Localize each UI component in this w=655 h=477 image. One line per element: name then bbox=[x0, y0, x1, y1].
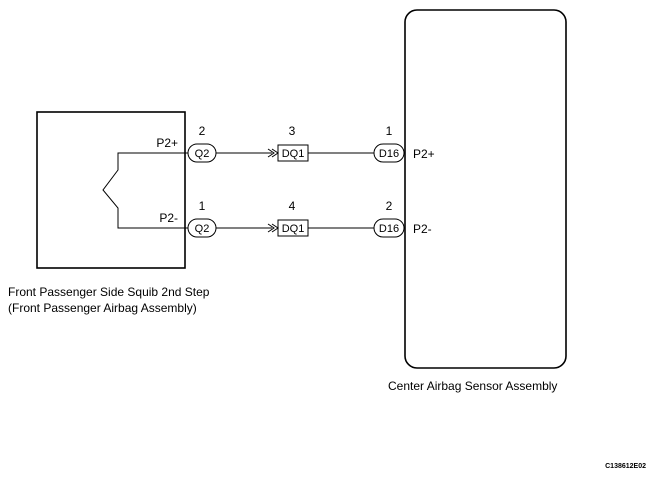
squib-element bbox=[102, 152, 185, 229]
squib-box bbox=[36, 111, 186, 269]
connector-label-d16-minus: D16 bbox=[379, 223, 399, 235]
connector-dq1-minus bbox=[277, 219, 309, 237]
pin-number-d16-minus: 2 bbox=[386, 199, 393, 213]
pin-number-dq1-plus: 3 bbox=[289, 124, 296, 138]
pin-number-dq1-minus: 4 bbox=[289, 199, 296, 213]
pin-number-q2-plus: 2 bbox=[199, 124, 206, 138]
connector-d16-plus bbox=[373, 143, 405, 163]
connector-label-dq1-minus: DQ1 bbox=[282, 223, 305, 235]
squib-caption-line1: Front Passenger Side Squib 2nd Step bbox=[8, 285, 210, 299]
squib-pin-plus: P2+ bbox=[156, 136, 178, 150]
squib-pin-minus: P2- bbox=[159, 211, 178, 225]
sensor-caption: Center Airbag Sensor Assembly bbox=[388, 379, 557, 393]
connector-label-d16-plus: D16 bbox=[379, 148, 399, 160]
circuit-minus: 1 Q2 4 DQ1 2 D16 bbox=[185, 199, 405, 238]
connector-q2-plus bbox=[187, 143, 217, 163]
connector-q2-minus bbox=[187, 218, 217, 238]
sensor-pin-minus: P2- bbox=[413, 222, 432, 236]
squib-caption-line2: (Front Passenger Airbag Assembly) bbox=[8, 301, 197, 315]
connector-label-q2-minus: Q2 bbox=[195, 223, 210, 235]
pin-number-d16-plus: 1 bbox=[386, 124, 393, 138]
connector-d16-minus bbox=[373, 218, 405, 238]
circuit-plus: 2 Q2 3 DQ1 1 D16 bbox=[185, 124, 405, 163]
pin-number-q2-minus: 1 bbox=[199, 199, 206, 213]
connector-label-q2-plus: Q2 bbox=[195, 148, 210, 160]
connector-dq1-plus bbox=[277, 144, 309, 162]
connector-label-dq1-plus: DQ1 bbox=[282, 148, 305, 160]
sensor-box bbox=[404, 9, 567, 369]
figure-code: C138612E02 bbox=[605, 463, 646, 470]
sensor-pin-plus: P2+ bbox=[413, 147, 435, 161]
